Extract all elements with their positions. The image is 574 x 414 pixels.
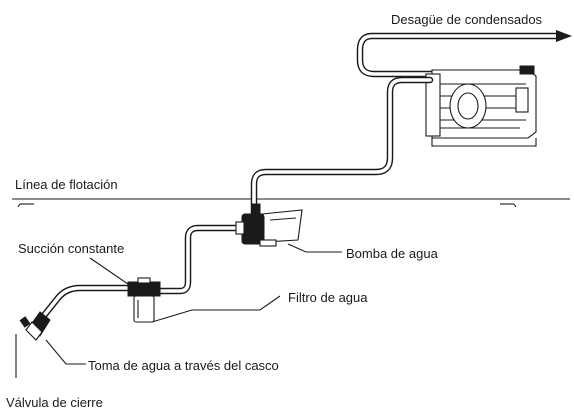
leader-lines <box>15 243 342 378</box>
drain-arrow <box>556 30 572 42</box>
leader-filter <box>151 295 281 323</box>
waterline-label: Línea de flotación <box>15 177 118 192</box>
leader-thru-hull <box>45 339 86 365</box>
thru-hull-label: Toma de agua a través del casco <box>88 358 279 373</box>
leader-pump <box>287 243 342 253</box>
air-handler-unit <box>425 65 537 147</box>
filter-label: Filtro de agua <box>288 290 368 305</box>
constant-suction-label: Succión constante <box>18 241 125 256</box>
condensate-drain-pipe <box>356 30 572 78</box>
suction-pipe <box>38 284 132 322</box>
shutoff-valve <box>19 311 51 341</box>
water-pump <box>235 203 303 247</box>
pipe-filter-to-pump <box>156 224 240 295</box>
leader-suction <box>89 257 129 285</box>
supply-pipe-to-unit <box>250 76 434 222</box>
waterline <box>12 198 570 208</box>
pump-label: Bomba de agua <box>346 246 438 261</box>
shutoff-valve-label: Válvula de cierre <box>6 395 103 410</box>
drain-label: Desagüe de condensados <box>391 12 543 27</box>
water-filter <box>127 277 161 323</box>
